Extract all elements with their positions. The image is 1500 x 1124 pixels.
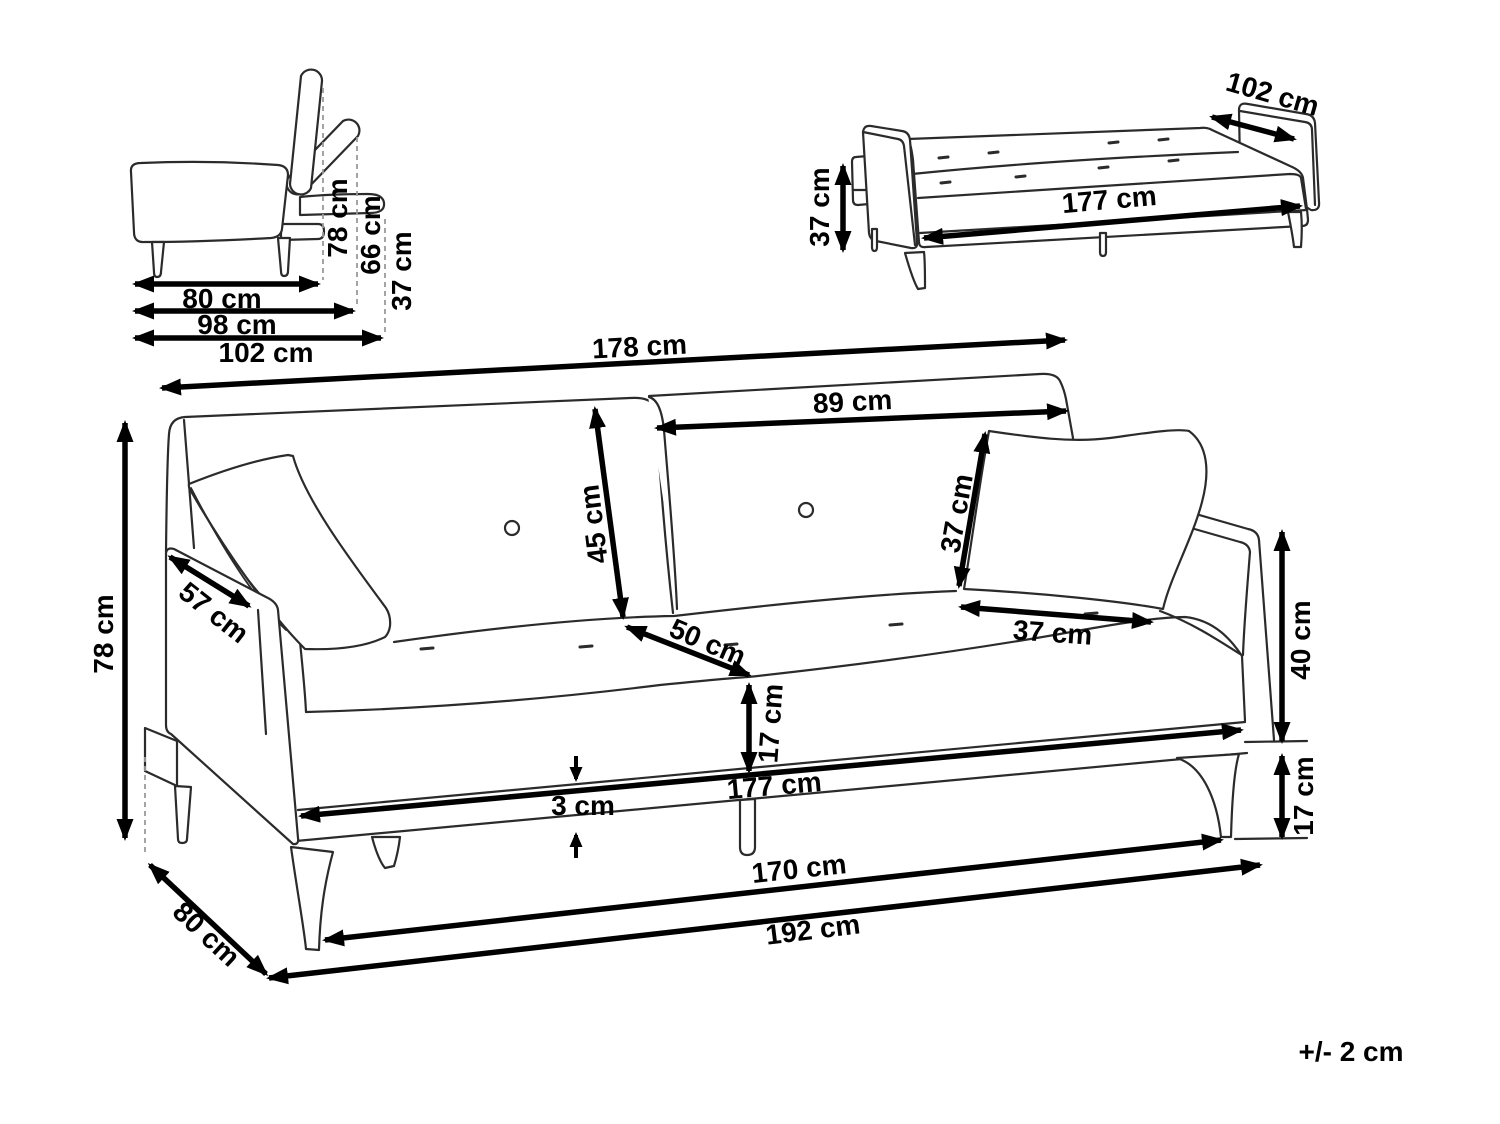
svg-text:78 cm: 78 cm <box>88 594 119 673</box>
svg-text:80 cm: 80 cm <box>182 283 261 314</box>
svg-text:17 cm: 17 cm <box>1288 756 1319 835</box>
svg-text:37 cm: 37 cm <box>386 231 417 310</box>
svg-text:98 cm: 98 cm <box>197 309 276 340</box>
svg-text:89 cm: 89 cm <box>812 384 893 419</box>
svg-text:102 cm: 102 cm <box>219 337 314 368</box>
svg-text:3 cm: 3 cm <box>551 790 615 821</box>
svg-text:78 cm: 78 cm <box>322 178 353 257</box>
svg-text:+/- 2 cm: +/- 2 cm <box>1298 1036 1403 1067</box>
svg-text:37 cm: 37 cm <box>1012 614 1093 650</box>
svg-text:66 cm: 66 cm <box>355 195 386 274</box>
svg-text:178 cm: 178 cm <box>591 329 687 365</box>
svg-text:17 cm: 17 cm <box>752 683 788 764</box>
svg-text:37 cm: 37 cm <box>804 167 835 246</box>
svg-text:40 cm: 40 cm <box>1285 600 1316 679</box>
